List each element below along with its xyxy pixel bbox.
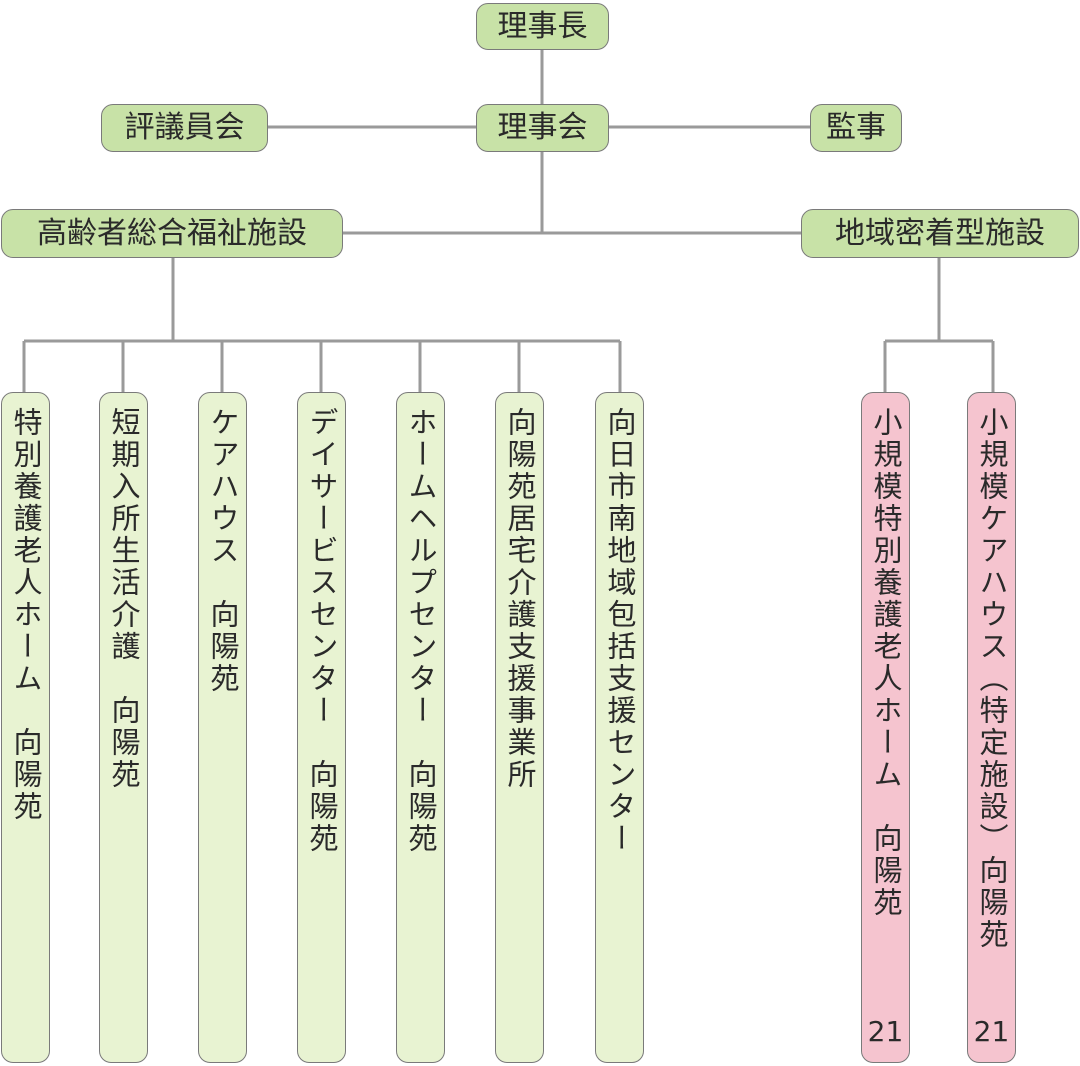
community-facility-label: 地域密着型施設 — [835, 215, 1045, 251]
councilors-box: 評議員会 — [101, 104, 268, 152]
facility-name: 特別養護老人ホーム 向陽苑 — [9, 407, 43, 823]
facility-name: 向日市南地域包括支援センター — [603, 407, 637, 855]
facility-name: ケアハウス 向陽苑 — [206, 407, 240, 695]
board-box: 理事会 — [476, 104, 609, 152]
facility-name: 小規模ケアハウス（特定施設）向陽苑 — [975, 407, 1009, 951]
facility-column: ホームヘルプセンター 向陽苑 — [396, 392, 445, 1063]
facility-name: 短期入所生活介護 向陽苑 — [107, 407, 141, 791]
community-facility-column: 小規模ケアハウス（特定施設）向陽苑 21 — [967, 392, 1016, 1063]
facility-name: デイサービスセンター 向陽苑 — [305, 407, 339, 855]
general-facility-box: 高齢者総合福祉施設 — [1, 209, 343, 258]
facility-column: デイサービスセンター 向陽苑 — [297, 392, 346, 1063]
facility-name: 小規模特別養護老人ホーム 向陽苑 — [869, 407, 903, 919]
facility-column: 短期入所生活介護 向陽苑 — [99, 392, 148, 1063]
facility-number: 21 — [973, 1015, 1010, 1048]
facility-column: ケアハウス 向陽苑 — [198, 392, 247, 1063]
facility-name: ホームヘルプセンター 向陽苑 — [404, 407, 438, 855]
facility-number: 21 — [867, 1015, 904, 1048]
councilors-label: 評議員会 — [124, 110, 245, 145]
auditor-label: 監事 — [826, 110, 886, 145]
facility-column: 特別養護老人ホーム 向陽苑 — [1, 392, 50, 1063]
community-facility-column: 小規模特別養護老人ホーム 向陽苑 21 — [861, 392, 910, 1063]
facility-column: 向日市南地域包括支援センター — [595, 392, 644, 1063]
chairman-box: 理事長 — [476, 3, 609, 50]
facility-column: 向陽苑居宅介護支援事業所 — [495, 392, 544, 1063]
board-label: 理事会 — [497, 110, 588, 145]
facility-name: 向陽苑居宅介護支援事業所 — [503, 407, 537, 791]
general-facility-label: 高齢者総合福祉施設 — [37, 215, 307, 251]
auditor-box: 監事 — [810, 104, 902, 152]
community-facility-box: 地域密着型施設 — [801, 209, 1079, 258]
chairman-label: 理事長 — [497, 8, 588, 44]
